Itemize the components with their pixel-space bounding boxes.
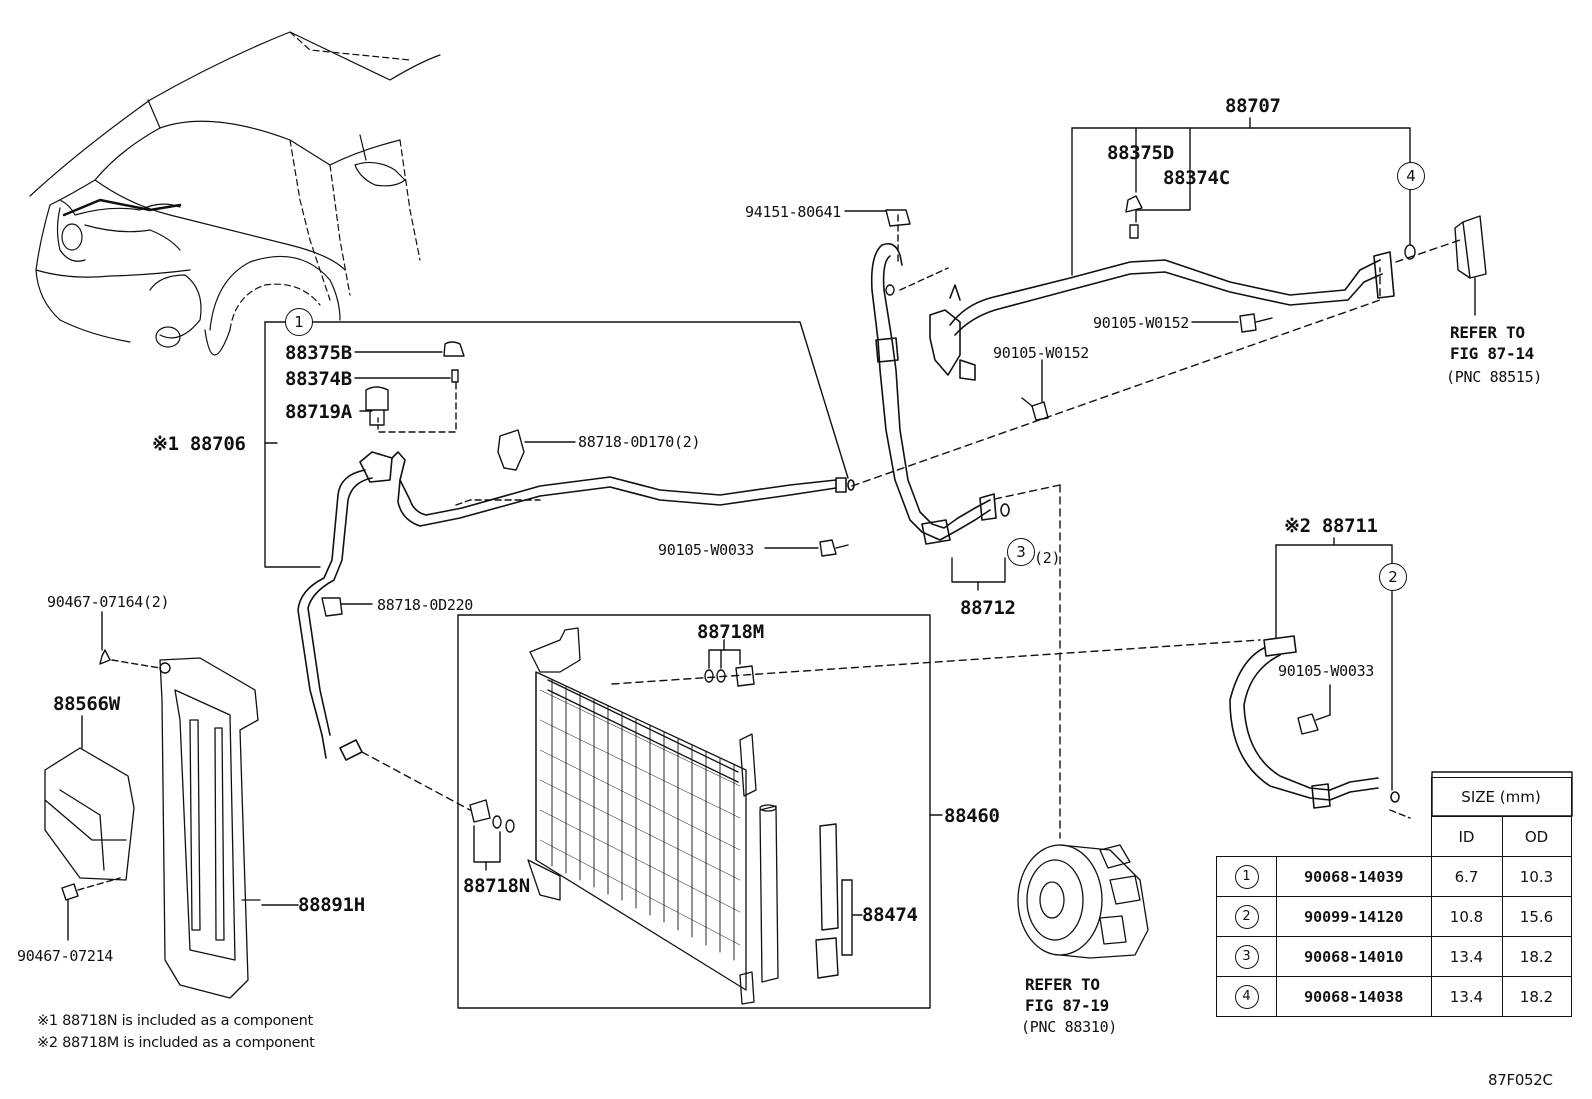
row-od: 10.3 bbox=[1501, 856, 1572, 897]
pnc-88515: (PNC 88515) bbox=[1446, 368, 1543, 386]
label-90467-07214: 90467-07214 bbox=[17, 947, 114, 965]
row-od: 18.2 bbox=[1501, 936, 1572, 977]
hose-88711 bbox=[1229, 635, 1400, 809]
label-90105-W0152-b: 90105-W0152 bbox=[993, 344, 1090, 362]
pipe-88707 bbox=[929, 251, 1395, 381]
label-88718-0D220: 88718-0D220 bbox=[377, 596, 474, 614]
refer-to-87-19: REFER TO bbox=[1025, 975, 1100, 994]
label-88719A: 88719A bbox=[285, 401, 352, 423]
callout-3: 3 bbox=[1007, 538, 1035, 566]
label-88375B: 88375B bbox=[285, 342, 352, 364]
footnote-2: ※2 88718M is included as a component bbox=[37, 1035, 315, 1051]
label-90467-07164: 90467-07164(2) bbox=[47, 593, 170, 611]
pnc-88310: (PNC 88310) bbox=[1021, 1018, 1118, 1036]
label-88375D: 88375D bbox=[1107, 142, 1174, 164]
callout-1: 1 bbox=[285, 308, 313, 336]
col-od-header: OD bbox=[1501, 816, 1572, 857]
label-88374C: 88374C bbox=[1163, 167, 1230, 189]
label-circle3-qty: (2) bbox=[1034, 549, 1061, 567]
label-90105-W0033-a: 90105-W0033 bbox=[658, 541, 755, 559]
size-header: SIZE (mm) bbox=[1430, 777, 1572, 817]
condenser-box bbox=[457, 614, 931, 1009]
row-id: 6.7 bbox=[1430, 856, 1503, 897]
table-row: 1 90068-14039 6.7 10.3 bbox=[1216, 856, 1572, 897]
row-ref: 4 bbox=[1234, 984, 1259, 1009]
callout-4: 4 bbox=[1397, 162, 1425, 190]
size-table: SIZE (mm) ID OD 1 90068-14039 6.7 10.3 2… bbox=[1216, 777, 1572, 1017]
cover-88566W bbox=[44, 747, 135, 881]
condenser-88460 bbox=[527, 627, 779, 1005]
footnote-1: ※1 88718N is included as a component bbox=[37, 1013, 313, 1029]
row-od: 15.6 bbox=[1501, 896, 1572, 937]
hose-88712 bbox=[870, 242, 1010, 545]
label-88718-0D170: 88718-0D170(2) bbox=[578, 433, 701, 451]
fig-87-14: FIG 87-14 bbox=[1450, 344, 1534, 363]
col-id-header: ID bbox=[1430, 816, 1503, 857]
callout-2: 2 bbox=[1379, 563, 1407, 591]
vehicle-illustration bbox=[29, 31, 441, 356]
row-id: 13.4 bbox=[1430, 976, 1503, 1017]
fig-87-19: FIG 87-19 bbox=[1025, 996, 1109, 1015]
refer-to-87-14: REFER TO bbox=[1450, 323, 1525, 342]
label-88566W: 88566W bbox=[53, 693, 120, 715]
row-ref: 1 bbox=[1234, 864, 1259, 889]
group-88706-bracket bbox=[264, 321, 849, 568]
row-id: 10.8 bbox=[1430, 896, 1503, 937]
label-88460: 88460 bbox=[944, 805, 1000, 827]
row-id: 13.4 bbox=[1430, 936, 1503, 977]
label-88712: 88712 bbox=[960, 597, 1016, 619]
table-row: 3 90068-14010 13.4 18.2 bbox=[1216, 936, 1572, 977]
label-88711: ※2 88711 bbox=[1284, 515, 1378, 537]
row-ref: 3 bbox=[1234, 944, 1259, 969]
label-94151-80641: 94151-80641 bbox=[745, 203, 842, 221]
label-88718N: 88718N bbox=[463, 875, 530, 897]
label-88474: 88474 bbox=[862, 904, 918, 926]
row-od: 18.2 bbox=[1501, 976, 1572, 1017]
row-part: 90068-14038 bbox=[1276, 976, 1432, 1017]
row-part: 90068-14039 bbox=[1276, 856, 1432, 897]
label-88707: 88707 bbox=[1225, 95, 1281, 117]
shroud-88891H bbox=[159, 657, 261, 999]
compressor bbox=[1017, 844, 1149, 959]
label-88706: ※1 88706 bbox=[152, 433, 246, 455]
figure-code: 87F052C bbox=[1488, 1071, 1553, 1089]
row-ref: 2 bbox=[1234, 904, 1259, 929]
pipe-88706 bbox=[297, 451, 855, 761]
label-88718M: 88718M bbox=[697, 621, 764, 643]
row-part: 90068-14010 bbox=[1276, 936, 1432, 977]
row-part: 90099-14120 bbox=[1276, 896, 1432, 937]
label-88374B: 88374B bbox=[285, 368, 352, 390]
label-90105-W0033-b: 90105-W0033 bbox=[1278, 662, 1375, 680]
table-row: 4 90068-14038 13.4 18.2 bbox=[1216, 976, 1572, 1017]
label-90105-W0152-a: 90105-W0152 bbox=[1093, 314, 1190, 332]
label-88891H: 88891H bbox=[298, 894, 365, 916]
table-row: 2 90099-14120 10.8 15.6 bbox=[1216, 896, 1572, 937]
